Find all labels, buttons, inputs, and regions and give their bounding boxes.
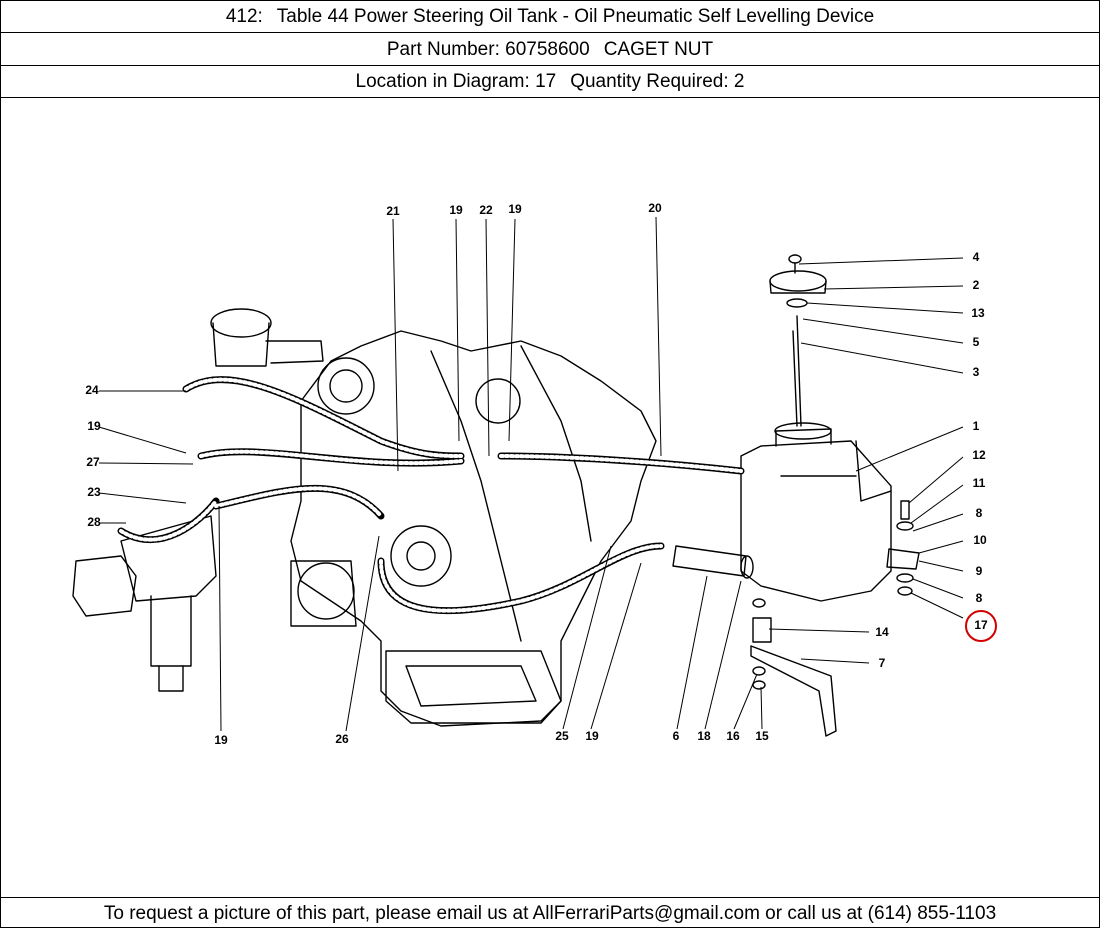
callout-label: 24	[85, 383, 99, 397]
callout-label: 15	[755, 729, 769, 743]
callout-label: 13	[971, 306, 985, 320]
callout-label: 19	[585, 729, 599, 743]
callout-label: 28	[87, 515, 101, 529]
part-number-row: Part Number: 60758600 CAGET NUT	[1, 33, 1099, 66]
table-number: 412:	[225, 6, 263, 27]
callout-label: 4	[973, 250, 980, 264]
exploded-view-drawing: 21 19 22 19 20 4 2 13 5 3 1 12 11 8 10 9…	[72, 201, 997, 747]
quantity-label: Quantity Required:	[570, 71, 729, 92]
callout-label: 20	[648, 201, 662, 215]
contact-text: To request a picture of this part, pleas…	[103, 903, 997, 924]
part-number-label: Part Number:	[386, 39, 500, 60]
callout-label: 12	[972, 448, 986, 462]
callout-label: 9	[976, 564, 983, 578]
part-name: CAGET NUT	[603, 39, 714, 60]
callout-label: 25	[555, 729, 569, 743]
callout-label: 19	[214, 733, 228, 747]
callout-label: 14	[875, 625, 889, 639]
callout-label: 3	[973, 365, 980, 379]
callout-label-highlighted: 17	[974, 618, 988, 632]
callout-label: 27	[86, 455, 100, 469]
callout-label: 16	[726, 729, 740, 743]
location-label: Location in Diagram:	[355, 71, 530, 92]
callout-label: 22	[479, 203, 493, 217]
page-title: Table 44 Power Steering Oil Tank - Oil P…	[276, 6, 875, 27]
callout-label: 1	[973, 419, 980, 433]
callout-label: 7	[879, 656, 886, 670]
callout-label: 2	[973, 278, 980, 292]
callout-label: 26	[335, 732, 349, 746]
callout-label: 21	[386, 204, 400, 218]
callout-label: 10	[973, 533, 987, 547]
callout-label: 5	[973, 335, 980, 349]
callout-label: 19	[449, 203, 463, 217]
contact-footer: To request a picture of this part, pleas…	[1, 897, 1099, 928]
callout-label: 23	[87, 485, 101, 499]
callout-label: 8	[976, 591, 983, 605]
quantity-value: 2	[733, 71, 745, 92]
callout-label: 19	[87, 419, 101, 433]
callout-label: 11	[973, 476, 986, 490]
callout-label: 19	[508, 202, 522, 216]
callout-label: 6	[673, 729, 680, 743]
title-row: 412: Table 44 Power Steering Oil Tank - O…	[1, 1, 1099, 33]
location-value: 17	[535, 71, 557, 92]
highlight-circle	[965, 610, 997, 642]
callout-label: 8	[976, 506, 983, 520]
location-row: Location in Diagram: 17 Quantity Required…	[1, 66, 1099, 98]
part-number-value: 60758600	[505, 39, 590, 60]
callout-label: 18	[697, 729, 711, 743]
parts-diagram: 21 19 22 19 20 4 2 13 5 3 1 12 11 8 10 9…	[1, 98, 1099, 897]
